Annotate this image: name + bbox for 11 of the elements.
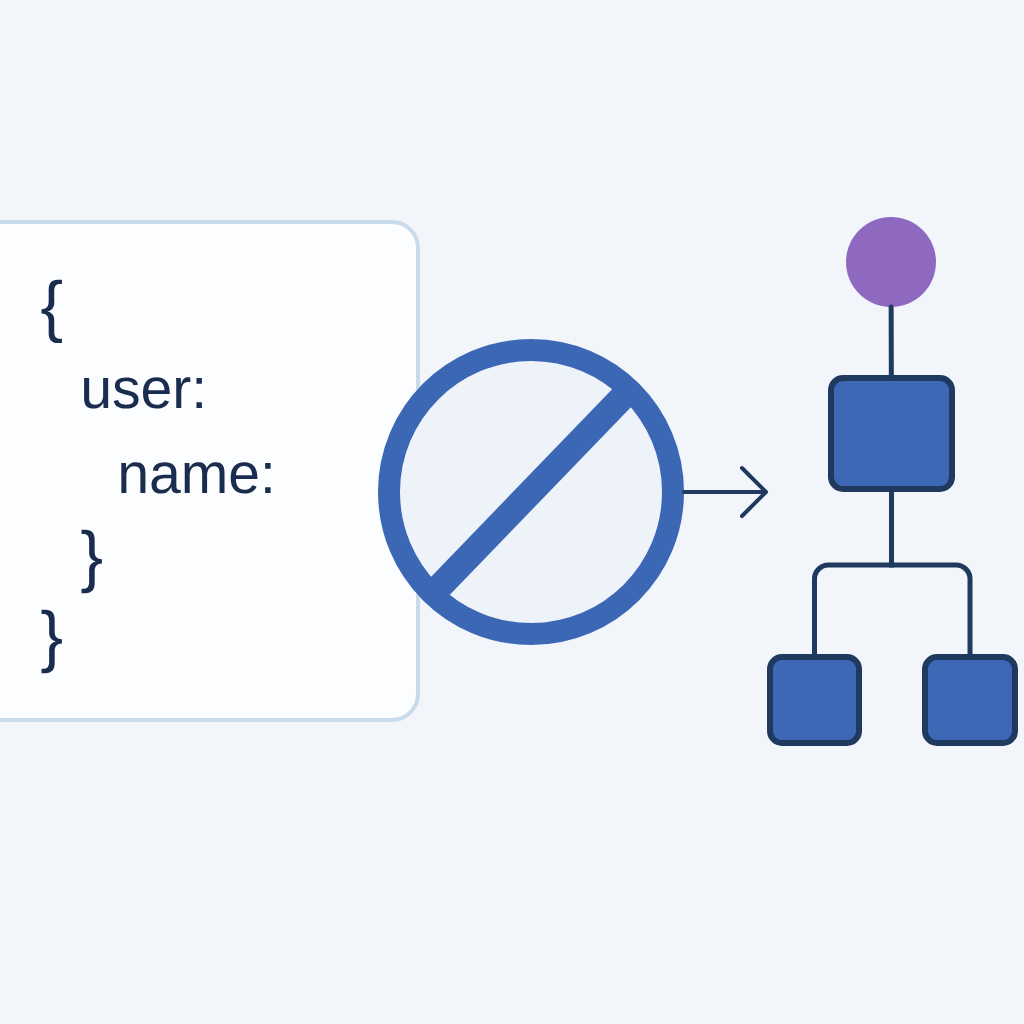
- code-text: }: [41, 609, 62, 674]
- tree-box: [828, 375, 955, 492]
- connector-line: [889, 489, 973, 657]
- code-text: user:: [84, 377, 202, 409]
- code-text: {: [41, 279, 62, 344]
- tree-box: [922, 654, 1018, 746]
- tree-box: [767, 654, 862, 746]
- root-circle: [846, 217, 936, 307]
- code-text: }: [81, 529, 102, 594]
- code-text: name:: [121, 462, 271, 494]
- connector-line: [888, 304, 894, 378]
